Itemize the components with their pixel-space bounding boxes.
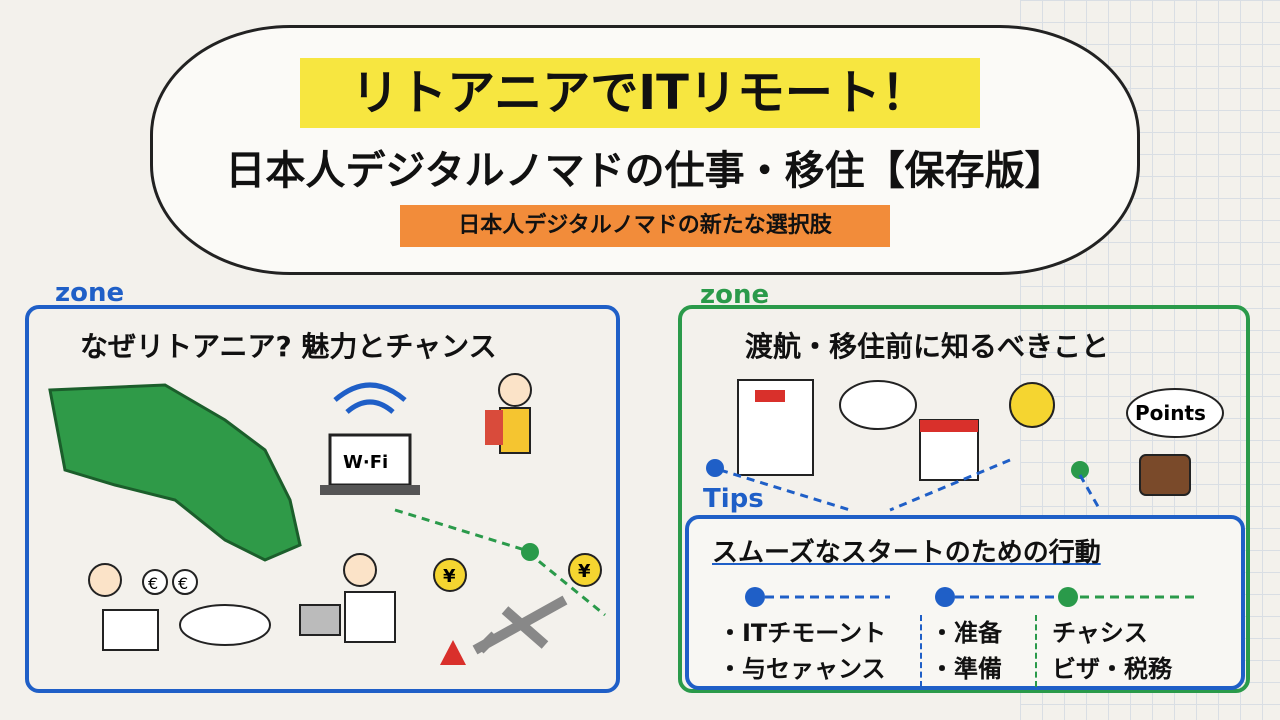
warning-icon — [440, 640, 466, 665]
left-zone-tag: zone — [55, 278, 125, 308]
traveler-icon — [485, 373, 532, 454]
left-zone-heading: なぜリトアニア? 魅力とチャンス — [80, 330, 497, 363]
cloud-icon — [179, 604, 271, 646]
wifi-label: W·Fi — [343, 452, 388, 473]
right-zone-heading: 渡航・移住前に知るべきこと — [745, 330, 1110, 363]
lithuania-map-icon — [48, 383, 302, 562]
tips-heading: スムーズなスタートのための行動 — [712, 538, 1101, 568]
points-label: Points — [1135, 401, 1206, 425]
title-line-2: 日本人デジタルノマドの仕事・移住【保存版】 — [225, 148, 1065, 194]
tips-column-3: チャシス ビザ・税務 — [1035, 615, 1172, 687]
tips-flow-arrows — [745, 587, 1195, 607]
coffee-cup-icon — [1139, 454, 1191, 496]
svg-text:€: € — [148, 574, 158, 593]
left-zone-box — [25, 305, 620, 693]
tips-item: チャシス — [1052, 619, 1148, 647]
worker-icon — [88, 563, 159, 651]
title-line-1: リトアニアでITリモート！ — [300, 58, 980, 128]
yen-coin-icon: ¥¥ — [433, 553, 602, 592]
tips-item: ・准备 — [930, 619, 1002, 647]
left-illustrations: W·Fi €€ ¥¥ — [48, 373, 606, 665]
svg-text:¥: ¥ — [443, 566, 456, 587]
tips-item: ・与セァャンス — [718, 655, 886, 683]
tips-item: ビザ・税務 — [1052, 655, 1172, 683]
tips-column-2: ・准备 ・準備 — [920, 615, 1002, 687]
points-cloud — [1126, 388, 1224, 438]
lightbulb-icon — [1009, 382, 1055, 428]
svg-text:€: € — [178, 574, 188, 593]
wifi-icon — [333, 382, 407, 414]
svg-text:¥: ¥ — [578, 561, 591, 582]
speech-bubble-icon — [839, 380, 917, 430]
euro-coin-icon: €€ — [142, 569, 198, 595]
subtitle: 日本人デジタルノマドの新たな選択肢 — [400, 205, 890, 247]
tips-tag: Tips — [703, 484, 764, 514]
tips-box — [685, 515, 1245, 690]
airplane-icon — [472, 595, 568, 655]
right-illustrations: Points — [706, 379, 1224, 512]
tips-item: ・準備 — [930, 655, 1002, 683]
tips-column-1: ・ITチモーント ・与セァャンス — [718, 615, 886, 687]
tips-item: ・ITチモーント — [718, 619, 887, 647]
right-zone-box — [678, 305, 1250, 693]
remote-worker-icon — [299, 553, 396, 643]
